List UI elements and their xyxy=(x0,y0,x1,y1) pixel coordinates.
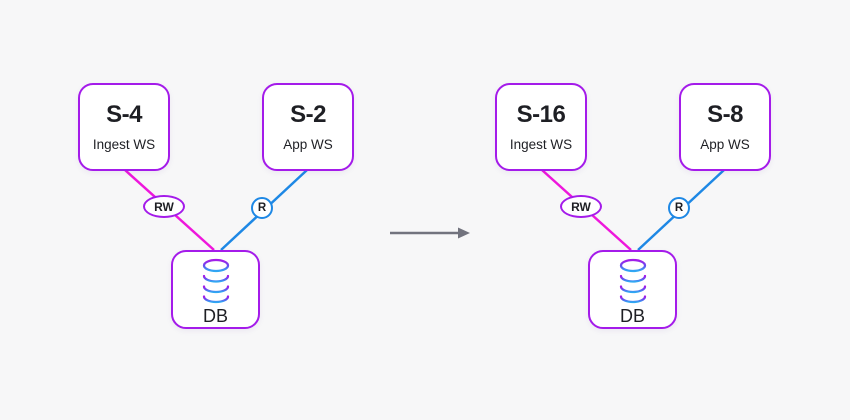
node-app-ws: S-8 App WS xyxy=(679,83,771,171)
node-ingest-ws: S-16 Ingest WS xyxy=(495,83,587,171)
cluster-before: S-4 Ingest WS S-2 App WS xyxy=(60,83,371,333)
cluster-after: S-16 Ingest WS S-8 App WS xyxy=(477,83,788,333)
node-subtitle: App WS xyxy=(283,136,333,152)
node-title: S-2 xyxy=(290,100,326,128)
node-subtitle: Ingest WS xyxy=(92,136,156,152)
database-icon xyxy=(619,258,646,304)
node-title: S-4 xyxy=(106,100,142,128)
db-label: DB xyxy=(202,306,228,326)
node-db: DB xyxy=(588,250,677,329)
node-title: S-8 xyxy=(707,100,743,128)
db-label: DB xyxy=(619,306,645,326)
edge-label-rw: RW xyxy=(560,195,602,218)
database-icon xyxy=(202,258,229,304)
node-ingest-ws: S-4 Ingest WS xyxy=(78,83,170,171)
node-subtitle: Ingest WS xyxy=(509,136,573,152)
node-title: S-16 xyxy=(516,100,566,128)
right-arrow-icon xyxy=(390,227,470,239)
edge-label-r: R xyxy=(251,197,273,219)
node-app-ws: S-2 App WS xyxy=(262,83,354,171)
edge-label-r: R xyxy=(668,197,690,219)
node-subtitle: App WS xyxy=(700,136,750,152)
node-db: DB xyxy=(171,250,260,329)
edge-label-rw: RW xyxy=(143,195,185,218)
